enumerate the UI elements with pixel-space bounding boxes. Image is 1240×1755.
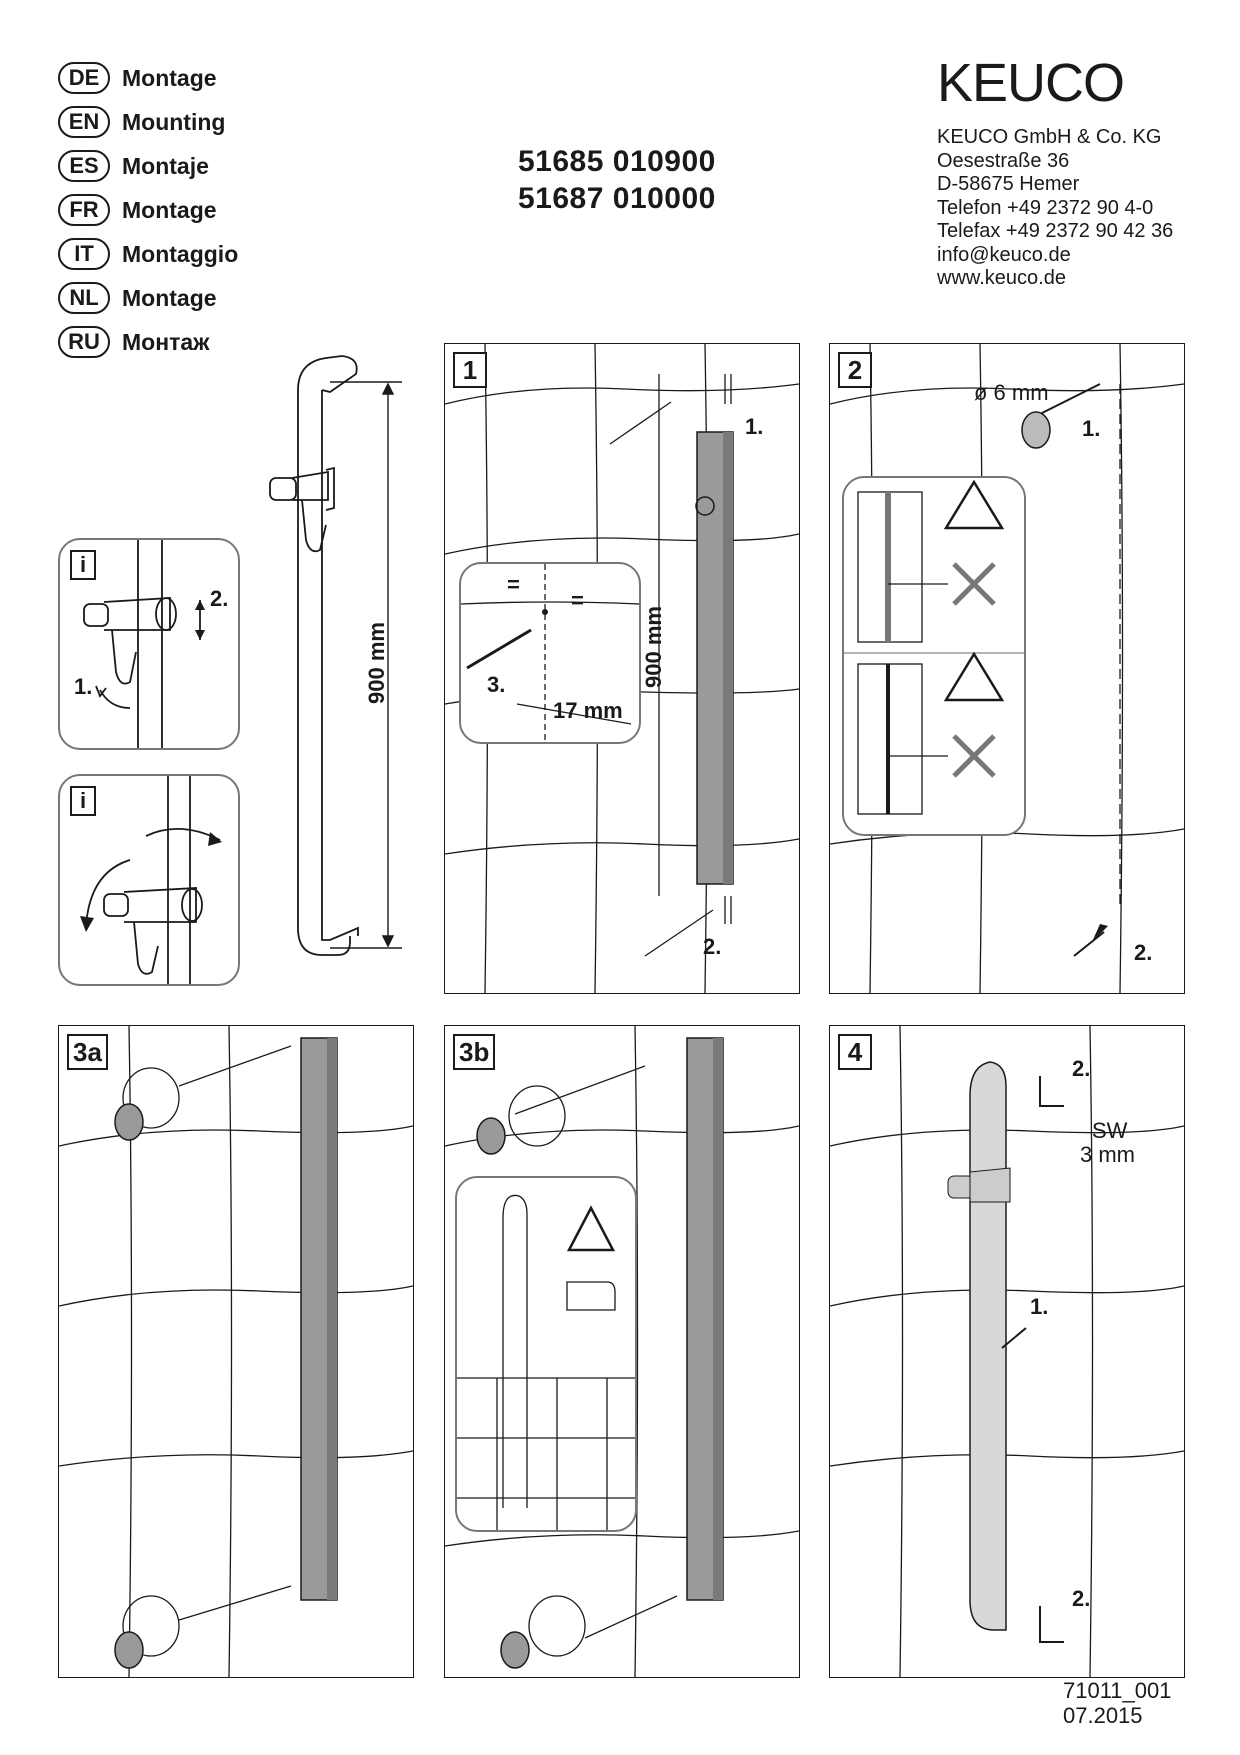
- info-mark: i: [70, 550, 96, 580]
- step-mark: 1.: [1082, 416, 1101, 441]
- upper-bracket-warning: [457, 1194, 635, 1530]
- step1-detail-callout: = = 3. 17 mm: [459, 562, 641, 744]
- step1-dimension: 900 mm: [640, 606, 666, 688]
- step-4-panel: 4 1. 2. 2. SW 3 mm: [829, 1025, 1185, 1678]
- step-number: 1: [453, 352, 487, 388]
- lang-label: Montaggio: [122, 240, 239, 267]
- equal-mark: =: [571, 588, 584, 613]
- step-mark: 3.: [487, 672, 506, 697]
- step-mark: 1.: [1030, 1294, 1049, 1319]
- product-number-1: 51685 010900: [518, 145, 716, 178]
- step-mark: 2.: [210, 586, 229, 611]
- overview-rail-drawing: 900 mm: [230, 350, 410, 970]
- lang-label: Mounting: [122, 108, 226, 135]
- lang-fr: FR Montage: [58, 194, 217, 226]
- lang-label: Монтаж: [122, 328, 210, 355]
- wrench-size: 3 mm: [1080, 1142, 1135, 1167]
- lang-label: Montage: [122, 284, 217, 311]
- company-address: KEUCO GmbH & Co. KG Oesestraße 36 D-5867…: [937, 126, 1173, 291]
- holder-adjust-illustration: [83, 540, 205, 748]
- equal-mark: =: [507, 572, 520, 597]
- shower-rail-illustration: [269, 355, 402, 956]
- lang-code: RU: [58, 326, 110, 358]
- step-3a-panel: 3a: [58, 1025, 414, 1678]
- address-line: www.keuco.de: [937, 267, 1066, 289]
- info-callout-adjust: i 2. 1.: [58, 538, 240, 750]
- tile-wall-step3b: [445, 1026, 799, 1677]
- lang-code: IT: [58, 238, 110, 270]
- address-line: KEUCO GmbH & Co. KG: [937, 126, 1162, 148]
- address-line: D-58675 Hemer: [937, 173, 1080, 195]
- address-line: info@keuco.de: [937, 243, 1071, 266]
- wrench-size: SW: [1092, 1118, 1128, 1143]
- address-line: Oesestraße 36: [937, 149, 1070, 172]
- step-mark: 1.: [74, 674, 93, 699]
- lang-it: IT Montaggio: [58, 238, 238, 270]
- keuco-logo: KEUCO: [937, 53, 1125, 113]
- drill-diameter: ø 6 mm: [974, 380, 1049, 405]
- lang-code: EN: [58, 106, 110, 138]
- lang-code: NL: [58, 282, 110, 314]
- step-2-panel: 2 ø 6 mm 1. 2.: [829, 343, 1185, 994]
- lang-ru: RU Монтаж: [58, 326, 209, 358]
- step-mark: 2.: [1134, 940, 1153, 965]
- address-line: Telefon +49 2372 90 4-0: [937, 196, 1154, 219]
- tile-wall-step1: [445, 344, 799, 993]
- tile-wall-step3a: [59, 1026, 413, 1677]
- lang-nl: NL Montage: [58, 282, 217, 314]
- step-number: 3a: [67, 1034, 108, 1070]
- document-number: 71011_001: [1063, 1678, 1172, 1703]
- lang-code: ES: [58, 150, 110, 182]
- step-3b-panel: 3b: [444, 1025, 800, 1678]
- info-callout-rotate: i: [58, 774, 240, 986]
- lang-label: Montage: [122, 64, 217, 91]
- tile-wall-step4: [830, 1026, 1184, 1677]
- step-mark: 1.: [745, 414, 764, 439]
- lang-code: FR: [58, 194, 110, 226]
- step-mark: 2.: [1072, 1586, 1091, 1611]
- lang-label: Montaje: [122, 152, 209, 179]
- step-mark: 2.: [1072, 1056, 1091, 1081]
- step-number: 4: [838, 1034, 872, 1070]
- lang-es: ES Montaje: [58, 150, 209, 182]
- warning-callout: [842, 476, 1026, 836]
- document-date: 07.2015: [1063, 1703, 1143, 1728]
- marking-detail: [461, 564, 639, 742]
- product-number-2: 51687 010000: [518, 182, 716, 215]
- overview-dimension: 900 mm: [363, 622, 389, 704]
- step1-offset: 17 mm: [553, 698, 623, 723]
- step-1-panel: 1 1. 2. 900 mm = = 3. 17 mm: [444, 343, 800, 994]
- lang-label: Montage: [122, 196, 217, 223]
- hazard-illustration: [844, 479, 1024, 815]
- info-mark: i: [70, 786, 96, 816]
- step-number: 3b: [453, 1034, 496, 1070]
- step-number: 2: [838, 352, 872, 388]
- address-line: Telefax +49 2372 90 42 36: [937, 220, 1174, 242]
- step-mark: 2.: [703, 934, 722, 959]
- lang-code: DE: [58, 62, 110, 94]
- lang-en: EN Mounting: [58, 106, 225, 138]
- holder-rotate-illustration: [80, 776, 222, 984]
- step3b-detail-callout: [455, 1176, 637, 1532]
- lang-de: DE Montage: [58, 62, 217, 94]
